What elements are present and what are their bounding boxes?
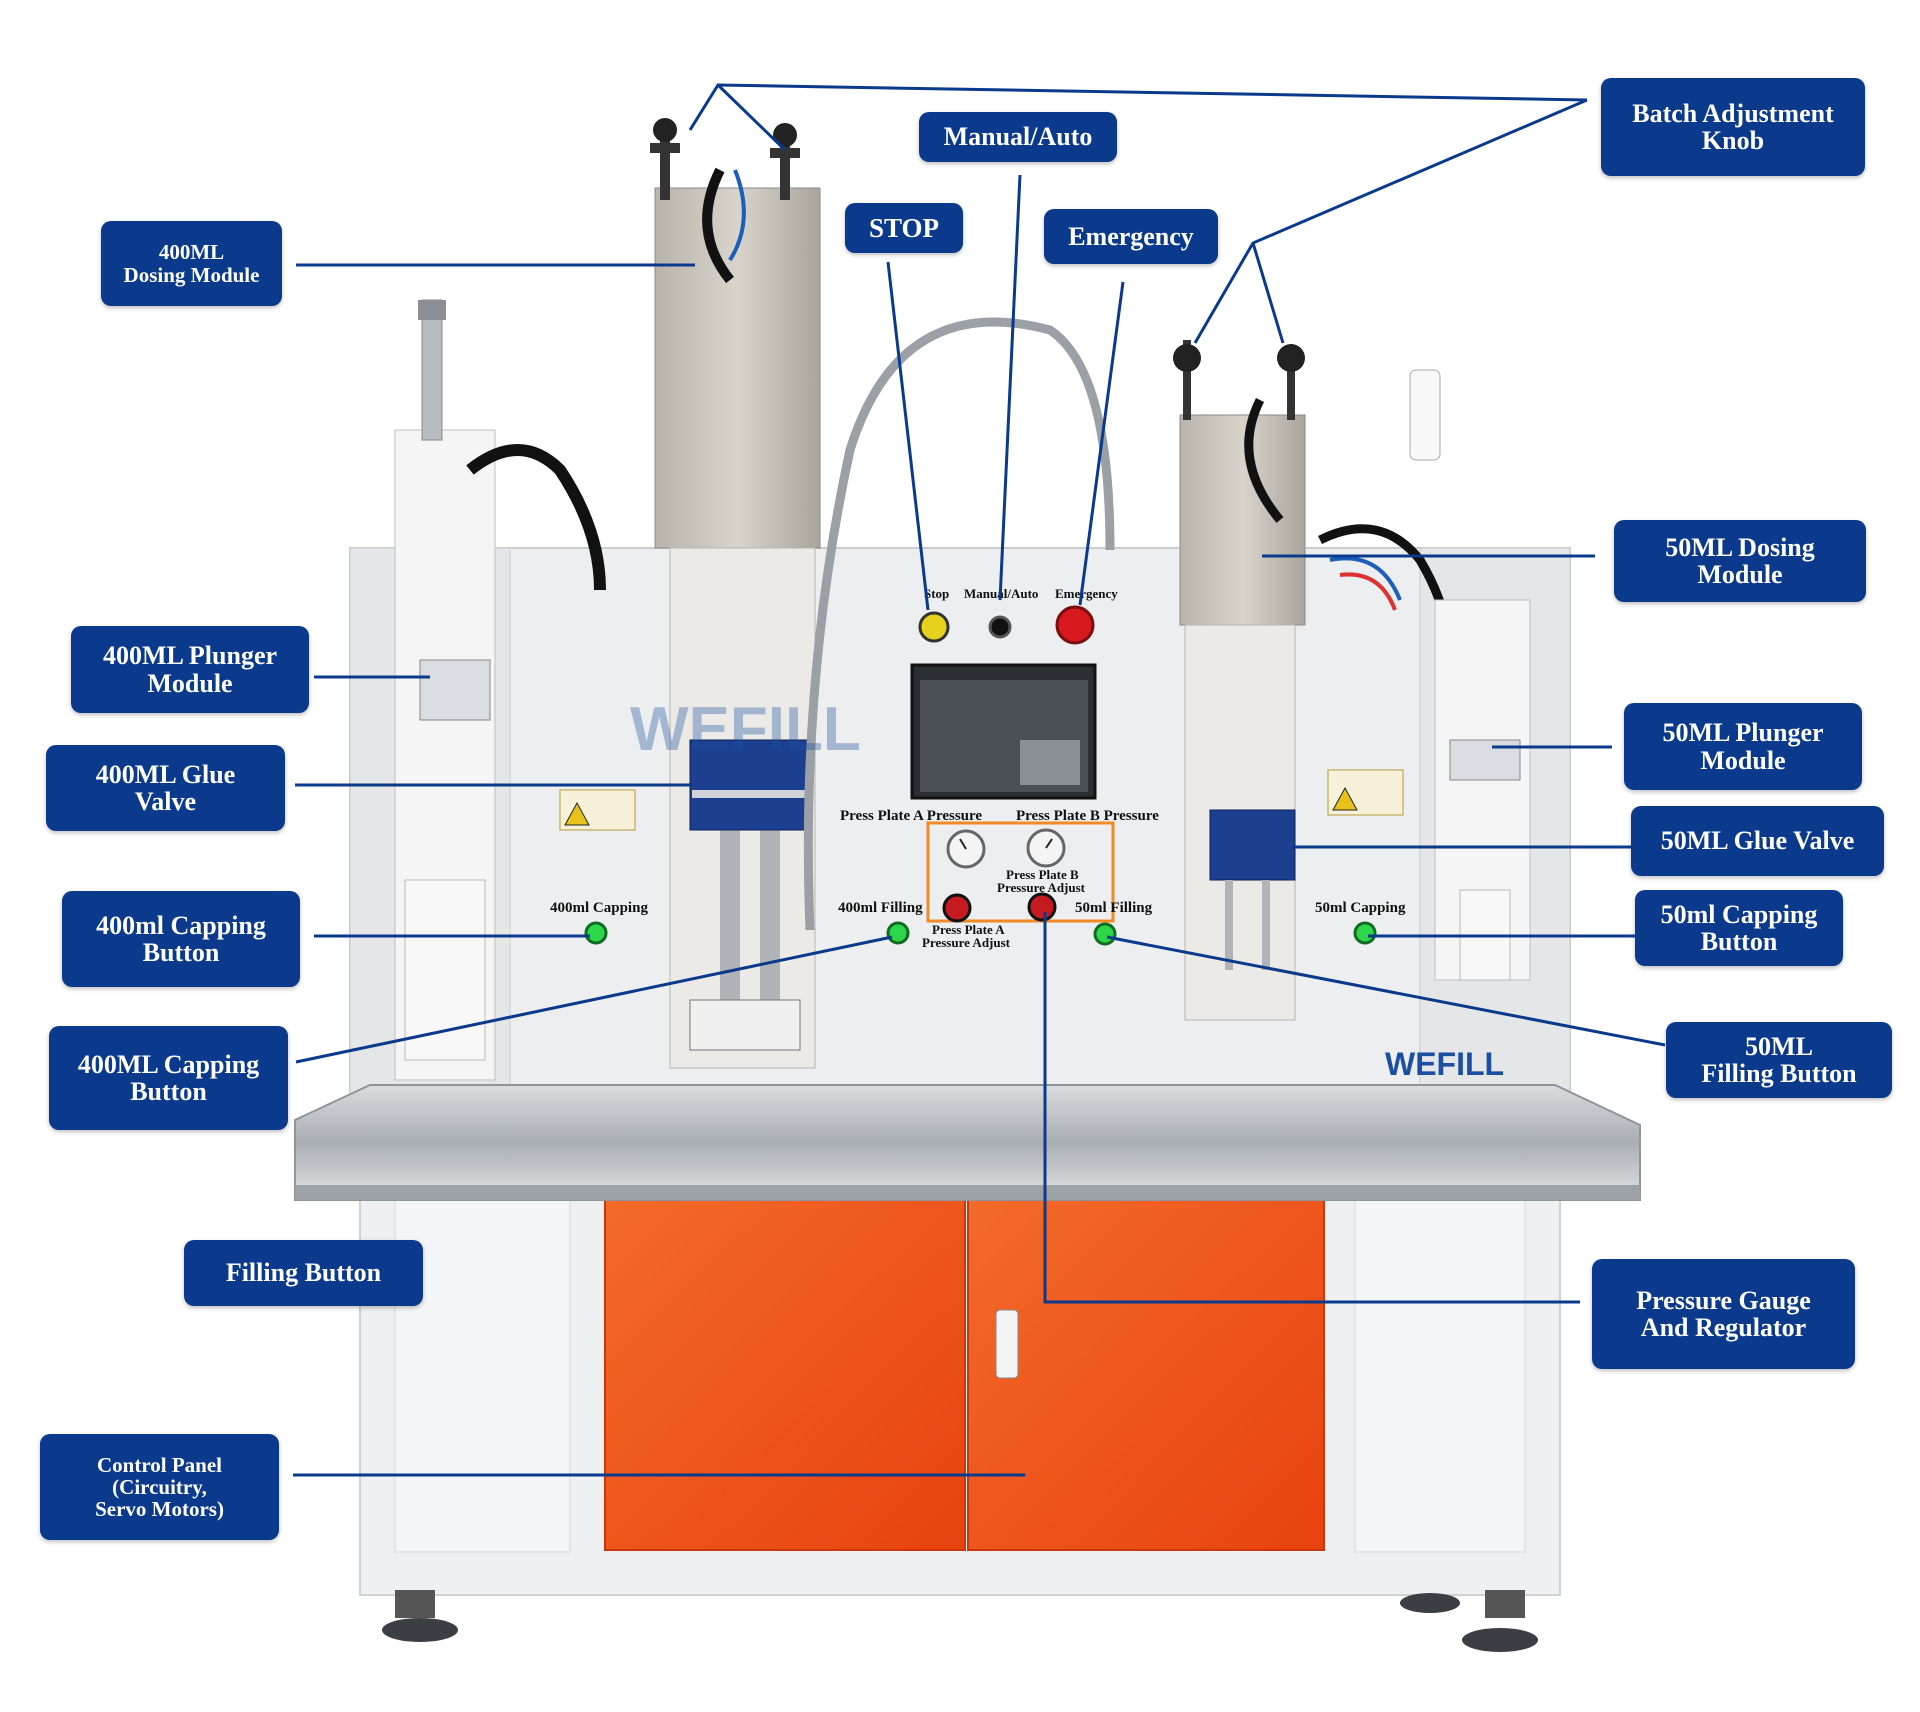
hose bbox=[803, 317, 1115, 931]
callout-capping-400: 400ML Capping Button bbox=[49, 1026, 288, 1130]
panel-label-press-b: Press Plate B Pressure bbox=[1016, 808, 1159, 824]
dosing-50-plate bbox=[1179, 414, 1306, 626]
panel-label-press-b-adjust-1: Press Plate B bbox=[1006, 867, 1079, 882]
panel-label-filling-50: 50ml Filling bbox=[1075, 900, 1153, 916]
callout-plunger-50: 50ML Plunger Module bbox=[1624, 703, 1862, 790]
panel-label-press-a-adjust-2: Pressure Adjust bbox=[922, 935, 1011, 950]
leader-lines bbox=[293, 83, 1666, 1477]
cabinet-door-left bbox=[604, 1199, 966, 1551]
pressure-regulator-b[interactable] bbox=[1027, 892, 1057, 922]
callout-filling-50: 50ML Filling Button bbox=[1666, 1022, 1892, 1098]
glue-valve-50 bbox=[1209, 809, 1296, 881]
callout-glue-valve-50: 50ML Glue Valve bbox=[1631, 806, 1884, 876]
callout-filling-button: Filling Button bbox=[184, 1240, 423, 1306]
panel-label-press-b-adjust-2: Pressure Adjust bbox=[997, 880, 1086, 895]
feet bbox=[382, 1590, 1538, 1652]
callout-control-panel: Control Panel (Circuitry, Servo Motors) bbox=[40, 1434, 279, 1540]
brand-logo-small: WEFILL bbox=[1385, 1046, 1504, 1082]
callout-glue-valve-400: 400ML Glue Valve bbox=[46, 745, 285, 831]
panel-label-press-a: Press Plate A Pressure bbox=[840, 808, 982, 824]
callout-plunger-400: 400ML Plunger Module bbox=[71, 626, 309, 713]
callout-batch-adjustment-knob: Batch Adjustment Knob bbox=[1601, 78, 1865, 176]
panel-label-capping-400: 400ml Capping bbox=[550, 900, 648, 916]
panel-label-emergency: Emergency bbox=[1055, 586, 1118, 601]
emergency-button[interactable] bbox=[1055, 605, 1095, 645]
callout-stop: STOP bbox=[845, 203, 963, 253]
pressure-regulator-a[interactable] bbox=[942, 893, 972, 923]
callout-emergency: Emergency bbox=[1044, 209, 1218, 264]
callout-capping-50: 50ml Capping Button bbox=[1635, 890, 1843, 966]
callout-manual-auto: Manual/Auto bbox=[919, 112, 1117, 162]
filling-50-button[interactable] bbox=[1093, 922, 1117, 946]
cabinet-side-left bbox=[394, 1199, 571, 1553]
callout-pressure-gauge: Pressure Gauge And Regulator bbox=[1592, 1259, 1855, 1369]
callout-capping-400-lower: 400ml Capping Button bbox=[62, 891, 300, 987]
stop-button[interactable] bbox=[918, 611, 950, 643]
brand-logo-large: WEFILL bbox=[630, 695, 861, 764]
capping-400-button[interactable] bbox=[584, 921, 608, 945]
cabinet-side-right bbox=[1354, 1199, 1526, 1553]
filling-400-button[interactable] bbox=[886, 921, 910, 945]
callout-dosing-50: 50ML Dosing Module bbox=[1614, 520, 1866, 602]
manual-auto-switch[interactable] bbox=[988, 615, 1012, 639]
glue-valve-400 bbox=[689, 739, 811, 831]
steel-tray bbox=[294, 1084, 1641, 1201]
cabinet-door-right bbox=[967, 1199, 1325, 1551]
pressure-frame bbox=[926, 821, 1115, 923]
callout-dosing-400: 400ML Dosing Module bbox=[101, 221, 282, 306]
panel-label-press-a-adjust-1: Press Plate A bbox=[932, 922, 1005, 937]
capping-50-button[interactable] bbox=[1353, 921, 1377, 945]
panel-label-filling-400: 400ml Filling bbox=[838, 900, 923, 916]
panel-label-stop: Stop bbox=[924, 586, 949, 601]
panel-label-capping-50: 50ml Capping bbox=[1315, 900, 1406, 916]
door-handle bbox=[995, 1309, 1019, 1379]
